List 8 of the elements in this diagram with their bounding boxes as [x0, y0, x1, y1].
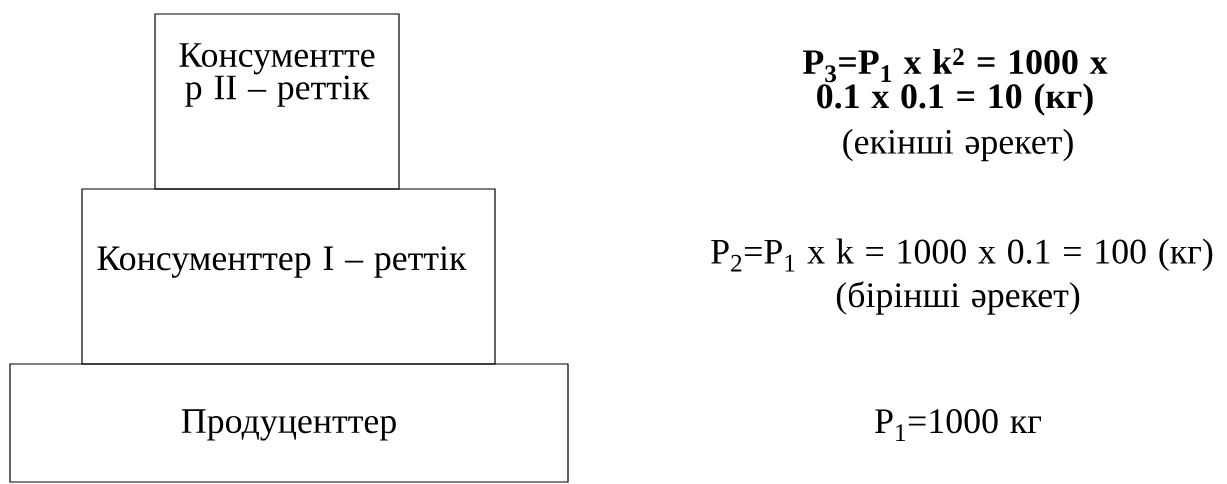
level-box: Продуценттер	[9, 363, 569, 483]
formula-text: P$_{3}$=P$_{1}$ x k$^{2}$ = 1000 x 0.1 x 0.1 = 10 (кг)	[803, 48, 1108, 116]
formula-text: P$_{2}$=P$_{1}$ x k = 1000 x 0.1 = 100 (кг)	[711, 238, 1213, 272]
level-box: Консументте р II – реттік	[154, 13, 400, 190]
level-box: Консументтер I – реттік	[81, 188, 496, 365]
formula-text: P$_{1}$=1000 кг	[875, 409, 1041, 441]
formula-text: (бірінші әрекет)	[836, 281, 1080, 315]
formula-text: (екінші әрекет)	[843, 128, 1073, 162]
